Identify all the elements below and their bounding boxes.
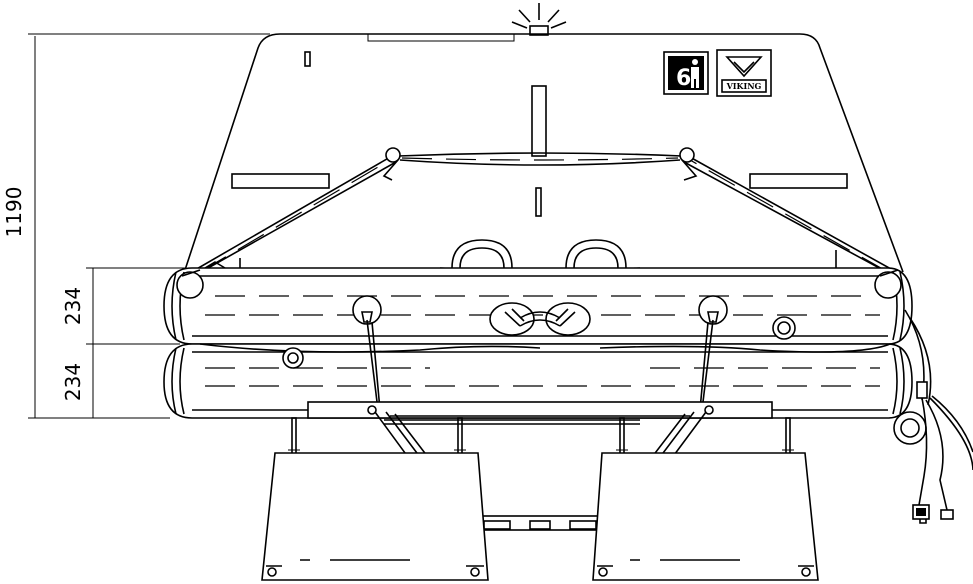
capacity-pictogram: 6 <box>663 51 709 95</box>
painter-line <box>893 309 973 524</box>
lower-tube <box>163 343 913 419</box>
cradle <box>307 401 773 531</box>
viking-logo-icon: VIKING <box>716 49 772 97</box>
valve-icon <box>282 316 796 369</box>
dimension-lower-tube: 234 <box>61 363 85 401</box>
canopy <box>184 33 904 273</box>
upper-tube <box>163 267 913 345</box>
capacity-number: 6 <box>676 66 691 91</box>
canopy-ropes <box>187 147 901 277</box>
lifting-lines <box>366 319 714 411</box>
right-foot <box>592 452 819 581</box>
dimension-overall-height: 1190 <box>2 187 26 238</box>
top-arches <box>439 239 641 272</box>
light-icon <box>511 3 567 36</box>
dimension-upper-tube: 234 <box>61 287 85 325</box>
brand-label: VIKING <box>726 81 762 91</box>
left-foot <box>261 452 489 581</box>
dimension-lines <box>28 33 270 419</box>
person-icon <box>691 59 699 88</box>
